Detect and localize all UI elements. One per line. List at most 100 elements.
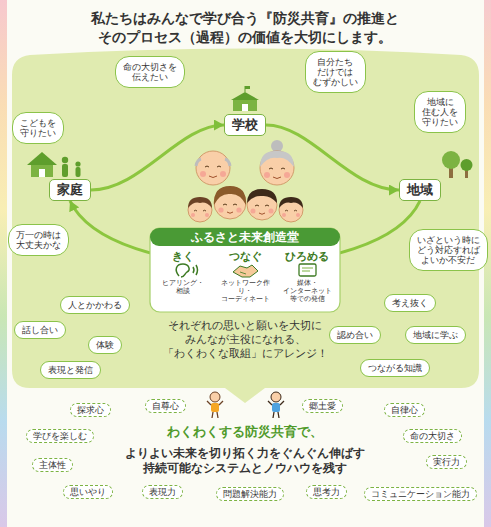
- text-line: みんなが主役になれる、: [163, 332, 328, 346]
- node-heading: 郷土愛: [309, 401, 336, 412]
- node-heading: つながる知識: [368, 363, 422, 374]
- text-line: つなぐ: [215, 250, 275, 263]
- node-heading: 主体性: [39, 460, 66, 471]
- text-line: 表現力: [149, 487, 176, 498]
- skill-tag: 自律心: [384, 403, 425, 418]
- speech-bubble: 地域に 住む人を 守りたい: [414, 91, 466, 134]
- text-line: 自分たち: [313, 57, 358, 67]
- skill-tag: 自尊心: [145, 399, 186, 414]
- text-line: 話し合い: [22, 325, 58, 336]
- text-line: 私たちはみんなで学び合う『防災共育』の推進と: [91, 9, 399, 28]
- activity-bubble: 認め合い: [329, 326, 381, 345]
- node-heading: 体験: [96, 340, 114, 351]
- skill-tag: 思考力: [306, 485, 347, 500]
- node-heading: コミュニケーション能力: [371, 489, 470, 500]
- node-text: ヒアリング・ 相談: [153, 279, 213, 295]
- skill-tag: 思いやり: [63, 485, 113, 500]
- skill-tag: 実行力: [426, 455, 467, 470]
- text-line: ネットワーク作り・: [215, 279, 275, 295]
- node-text: ネットワーク作り・ コーディネート: [215, 279, 275, 303]
- activity-bubble: 人とかかわる: [60, 296, 130, 315]
- text-line: 万一の時は: [16, 230, 61, 240]
- text-line: 命の大切さを: [123, 62, 177, 72]
- text-line: 主体性: [39, 460, 66, 471]
- node-heading: 表現力: [149, 487, 176, 498]
- cycle-arrow: [70, 201, 420, 265]
- node-heading: 実行力: [433, 457, 460, 468]
- text-line: むずかしい: [313, 77, 358, 87]
- service-column: つなぐネットワーク作り・ コーディネート: [215, 250, 275, 303]
- speech-bubble: いざという時に どう対応すれば よいか不安だ: [409, 229, 488, 272]
- text-line: 学びを楽しむ: [33, 431, 87, 442]
- text-line: いざという時に: [417, 235, 480, 245]
- text-line: 命の大切さ: [410, 431, 455, 442]
- child-figure: [268, 392, 284, 418]
- skill-tag: 命の大切さ: [403, 429, 462, 444]
- text-line: ひろめる: [277, 250, 337, 263]
- node-heading: いざという時に どう対応すれば よいか不安だ: [417, 235, 480, 266]
- skill-tag: 探求心: [70, 403, 111, 418]
- text-line: つながる知識: [368, 363, 422, 374]
- tree-icon: [442, 151, 473, 178]
- node-heading: 万一の時は 大丈夫かな: [16, 230, 61, 250]
- text-line: どう対応すれば: [417, 245, 480, 255]
- text-line: インターネット: [277, 287, 337, 295]
- rainbow-edge: [0, 0, 7, 527]
- node-heading: ひろめる: [277, 250, 337, 263]
- node-heading: 自分たち だけでは むずかしい: [313, 57, 358, 88]
- service-column: きくヒアリング・ 相談: [153, 250, 213, 295]
- place-box: 家庭: [49, 179, 91, 201]
- activity-bubble: 話し合い: [14, 321, 66, 340]
- child-figure: [207, 392, 223, 418]
- node-heading: 自律心: [391, 405, 418, 416]
- speech-bubble: 自分たち だけでは むずかしい: [305, 51, 366, 94]
- text-line: コーディネート: [215, 295, 275, 303]
- service-column: ひろめる媒体・ インターネット 等での発信: [277, 250, 337, 303]
- ear-icon: [176, 264, 197, 277]
- text-line: 思いやり: [70, 487, 106, 498]
- text-line: 地域: [407, 182, 433, 198]
- text-line: 表現と発信: [48, 365, 93, 376]
- text-line: こどもを: [20, 118, 56, 128]
- skill-tag: 問題解決能力: [216, 487, 284, 502]
- text-line: わくわくする防災共育で、: [167, 424, 323, 440]
- node-heading: 地域に学ぶ: [413, 330, 458, 341]
- node-heading: 命の大切さ: [410, 431, 455, 442]
- node-heading: 考え抜く: [392, 298, 428, 309]
- text-line: だけでは: [313, 67, 358, 77]
- node-heading: ふるさと未来創造堂: [150, 228, 340, 246]
- green-speech-ground: [12, 49, 479, 404]
- node-heading: 自尊心: [152, 401, 179, 412]
- note-text: よりよい未来を切り拓く力をぐんぐん伸ばす 持続可能なシステムとノウハウを残す: [125, 446, 365, 476]
- speech-bubble: 命の大切さを 伝えたい: [115, 56, 185, 88]
- node-heading: 地域に 住む人を 守りたい: [422, 97, 458, 128]
- node-heading: 家庭: [57, 182, 83, 198]
- node-heading: 命の大切さを 伝えたい: [123, 62, 177, 82]
- node-heading: 学びを楽しむ: [33, 431, 87, 442]
- title: 私たちはみんなで学び合う『防災共育』の推進と そのプロセス（過程）の価値を大切に…: [91, 9, 399, 47]
- node-heading: 話し合い: [22, 325, 58, 336]
- skill-tag: 郷土愛: [302, 399, 343, 414]
- text-line: よいか不安だ: [417, 255, 480, 265]
- note-text: わくわくする防災共育で、: [167, 424, 323, 440]
- note-text: それぞれの思いと願いを大切に みんなが主役になれる、 「わくわくな取組」にアレン…: [163, 318, 328, 360]
- activity-bubble: つながる知識: [360, 359, 430, 378]
- skill-tag: 学びを楽しむ: [26, 429, 94, 444]
- text-line: よりよい未来を切り拓く力をぐんぐん伸ばす: [125, 446, 365, 461]
- node-heading: 思考力: [313, 487, 340, 498]
- text-line: きく: [153, 250, 213, 263]
- text-line: 等での発信: [277, 295, 337, 303]
- text-line: ヒアリング・: [153, 279, 213, 287]
- text-line: 地域に: [422, 97, 458, 107]
- text-line: 「わくわくな取組」にアレンジ！: [163, 346, 328, 360]
- grandfather-face: [196, 151, 230, 185]
- text-line: 学校: [232, 117, 258, 133]
- father-face: [247, 189, 277, 220]
- text-line: 持続可能なシステムとノウハウを残す: [125, 461, 365, 476]
- text-line: 問題解決能力: [223, 489, 277, 500]
- speech-bubble: こどもを 守りたい: [12, 112, 64, 144]
- text-line: 地域に学ぶ: [413, 330, 458, 341]
- text-line: コミュニケーション能力: [371, 489, 470, 500]
- place-box: 地域: [399, 179, 441, 201]
- node-heading: 表現と発信: [48, 365, 93, 376]
